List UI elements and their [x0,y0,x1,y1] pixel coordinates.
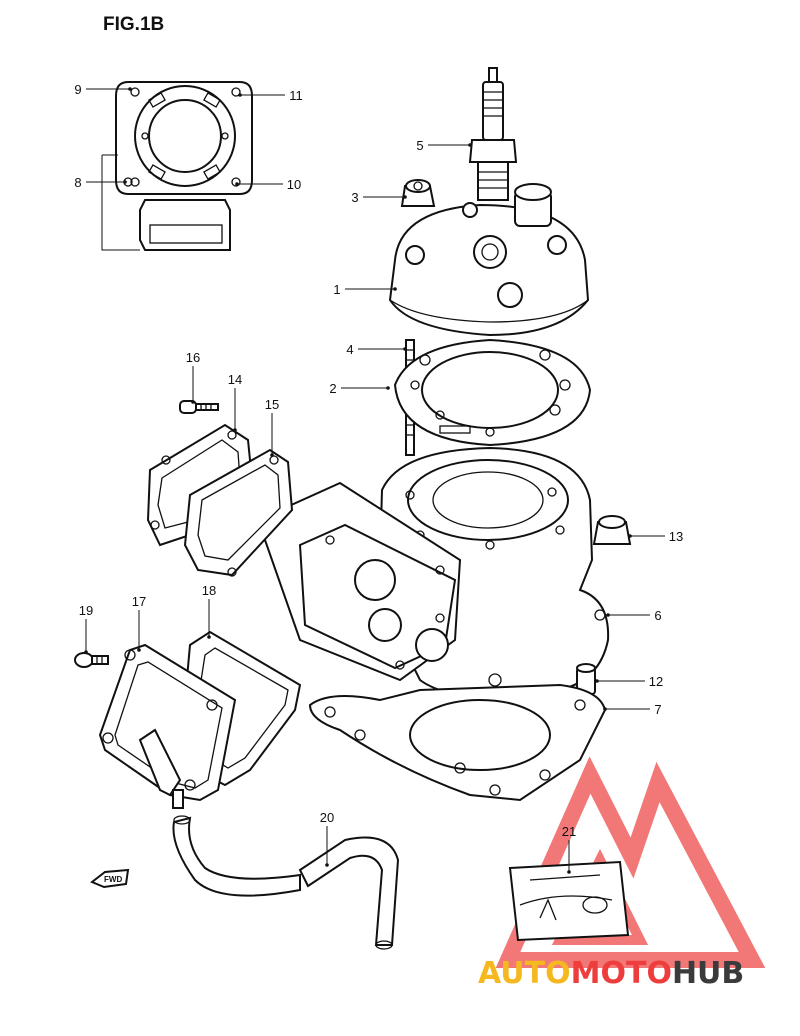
spark-plug [468,67,518,201]
callout-13: 13 [669,529,683,544]
leader-dot-16 [191,400,195,404]
head-gasket [393,338,592,447]
leader-dot-17 [137,648,141,652]
fwd-label: FWD [104,875,122,884]
leader-dot-11 [238,93,242,97]
dowel-pin [576,663,596,695]
svg-text:AUTOMOTOHUB: AUTOMOTOHUB [478,956,744,991]
leader-dot-2 [386,386,390,390]
callout-15: 15 [265,397,279,412]
callout-19: 19 [79,603,93,618]
callout-10: 10 [287,177,301,192]
leader-dot-1 [393,287,397,291]
callout-21: 21 [562,824,576,839]
warning-label [508,860,630,942]
hose [172,815,400,950]
gasket-kit [101,81,253,251]
leader-dot-10 [235,182,239,186]
bolt-16 [179,400,219,414]
leader-dot-21 [567,870,571,874]
callout-9: 9 [74,82,81,97]
callout-11: 11 [289,88,303,103]
leader-dot-3 [403,195,407,199]
figure-title: FIG.1B [103,14,165,35]
base-gasket [308,683,607,802]
cylinder [256,446,610,702]
watermark-auto: AUTO [478,956,571,991]
callout-20: 20 [320,810,334,825]
callout-16: 16 [186,350,200,365]
callout-8: 8 [74,175,81,190]
callout-12: 12 [649,674,663,689]
leader-dot-18 [207,635,211,639]
leader-dot-9 [128,87,132,91]
callout-7: 7 [654,702,661,717]
exhaust-gaskets [146,423,294,577]
leader-dot-8 [123,180,127,184]
callout-5: 5 [416,138,423,153]
leader-dot-20 [325,863,329,867]
leader-dot-5 [468,143,472,147]
leader-dot-19 [84,650,88,654]
callout-17: 17 [132,594,146,609]
intake-covers [98,630,302,809]
leader-dot-4 [403,347,407,351]
nut [592,515,632,545]
callout-4: 4 [346,342,353,357]
leader-dot-7 [603,707,607,711]
forward-arrow: FWD [90,868,130,889]
callout-14: 14 [228,372,242,387]
watermark-text: AUTOMOTOHUB [478,956,744,991]
leader-dot-15 [270,453,274,457]
leader-dot-12 [595,679,599,683]
callout-3: 3 [351,190,358,205]
leader-dot-14 [233,428,237,432]
watermark-moto: MOTO [571,956,672,991]
cylinder-head [388,183,590,337]
screw-19 [74,652,109,668]
leader-dot-13 [628,534,632,538]
callout-1: 1 [333,282,340,297]
cap-nut [400,179,436,207]
callout-6: 6 [654,608,661,623]
callout-18: 18 [202,583,216,598]
watermark-hub: HUB [672,956,744,991]
callout-2: 2 [329,381,336,396]
leader-dot-6 [606,613,610,617]
